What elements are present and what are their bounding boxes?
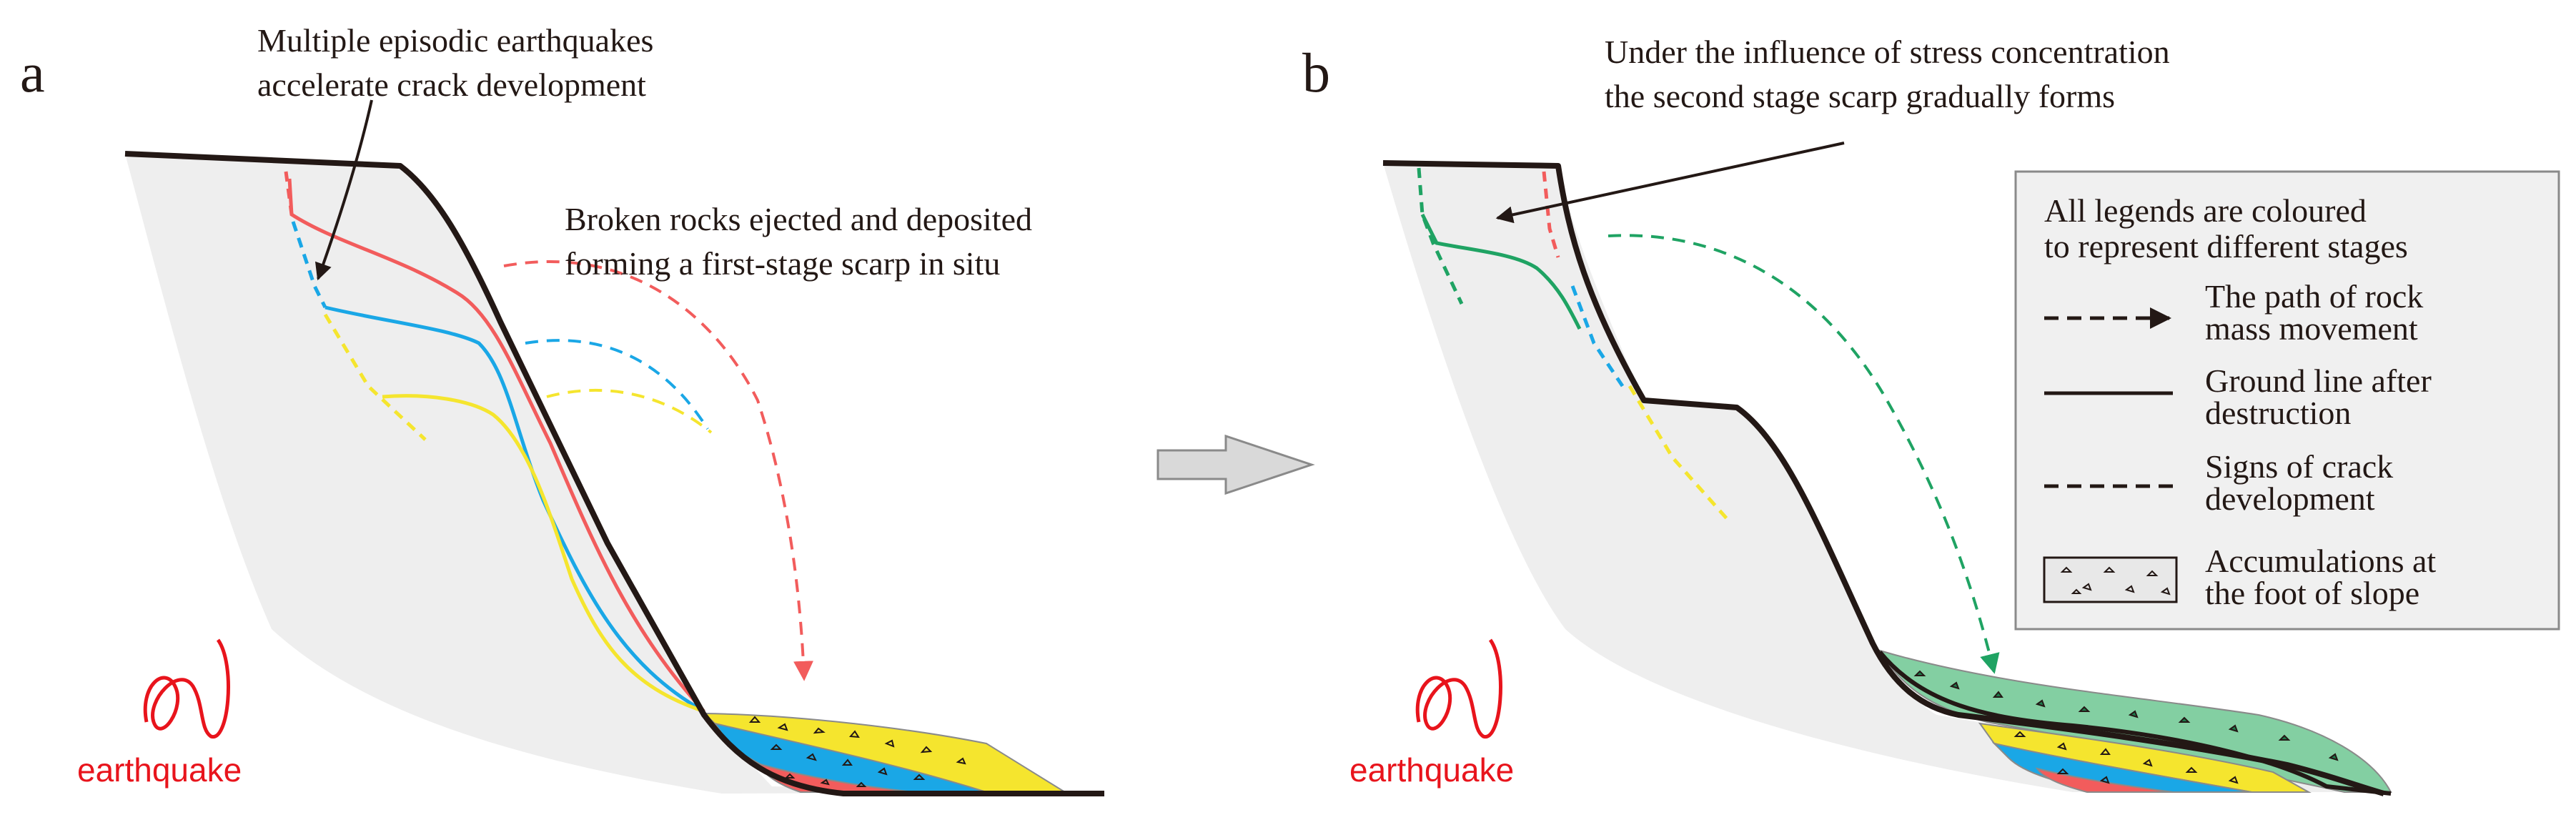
crack-green-dashed-b: [1417, 167, 1464, 305]
earthquake-label-a: earthquake: [77, 751, 242, 789]
crack-blue-dashed-b: [1570, 285, 1625, 387]
annotation-b-line2: the second stage scarp gradually forms: [1605, 78, 2115, 114]
panel-a-label: a: [20, 41, 45, 104]
legend-accumulation-icon: [2043, 556, 2178, 603]
panel-a: a Multiple episodic earthquakes accelera…: [20, 22, 1104, 796]
legend-accumulation-fragments: [2060, 566, 2171, 596]
legend-item-2-line1: Ground line after: [2205, 362, 2432, 399]
annotation-a-line2: accelerate crack development: [257, 66, 646, 103]
crack-green-b: [1420, 213, 1582, 330]
ground-line-a: [124, 151, 1104, 796]
legend: All legends are coloured to represent di…: [2014, 170, 2560, 631]
crack-blue-a: [325, 305, 705, 713]
legend-title-line1: All legends are coloured: [2044, 192, 2367, 229]
legend-box: [2014, 170, 2560, 631]
legend-item-3-line1: Signs of crack: [2205, 448, 2393, 485]
panel-b: b Under the influence of stress concentr…: [1302, 34, 2392, 796]
legend-item-3-line2: development: [2205, 480, 2375, 517]
crack-red-dashed-b: [1542, 171, 1560, 258]
path-yellow-a: [546, 388, 713, 434]
path-blue-a: [525, 339, 709, 430]
legend-item-1-line1: The path of rock: [2205, 278, 2423, 315]
earthquake-icon-a: [143, 638, 230, 738]
stage-transition-arrow: [1156, 434, 1315, 495]
annotation-arrow-a: [314, 99, 373, 281]
deposit-fragments-b2: [2013, 731, 2239, 784]
crack-yellow-a: [382, 394, 705, 713]
crack-blue-dashed-a: [291, 221, 327, 309]
slope-body-a: [125, 154, 1104, 794]
ground-line-b-upper: [1878, 651, 2392, 796]
annotation-a-right-line2: forming a first-stage scarp in situ: [565, 245, 1000, 282]
annotation-arrow-b: [1495, 142, 1845, 224]
earthquake-label-b: earthquake: [1349, 751, 1514, 789]
crack-red-dashed-a: [284, 171, 294, 215]
deposit-fragments-b: [1913, 670, 2339, 761]
earthquake-icon-b: [1415, 638, 1502, 738]
crack-yellow-dashed-b: [1628, 385, 1731, 523]
annotation-a-right-line1: Broken rocks ejected and deposited: [565, 201, 1032, 237]
legend-item-1-line2: mass movement: [2205, 310, 2418, 347]
slope-body-b: [1383, 163, 2384, 792]
legend-title-line2: to represent different stages: [2044, 228, 2408, 265]
legend-item-2-line2: destruction: [2205, 395, 2351, 431]
path-green-b: [1607, 234, 2000, 674]
path-red-a: [503, 260, 814, 681]
crack-red-a: [287, 178, 705, 713]
panel-b-label: b: [1302, 41, 1330, 104]
deposit-fragments-a: [748, 716, 966, 787]
annotation-a-line1: Multiple episodic earthquakes: [257, 22, 653, 59]
annotation-b-line1: Under the influence of stress concentrat…: [1605, 34, 2170, 70]
legend-item-4-line1: Accumulations at: [2205, 543, 2436, 579]
legend-item-4-line2: the foot of slope: [2205, 575, 2419, 611]
deposit-red-b: [2035, 767, 2174, 793]
